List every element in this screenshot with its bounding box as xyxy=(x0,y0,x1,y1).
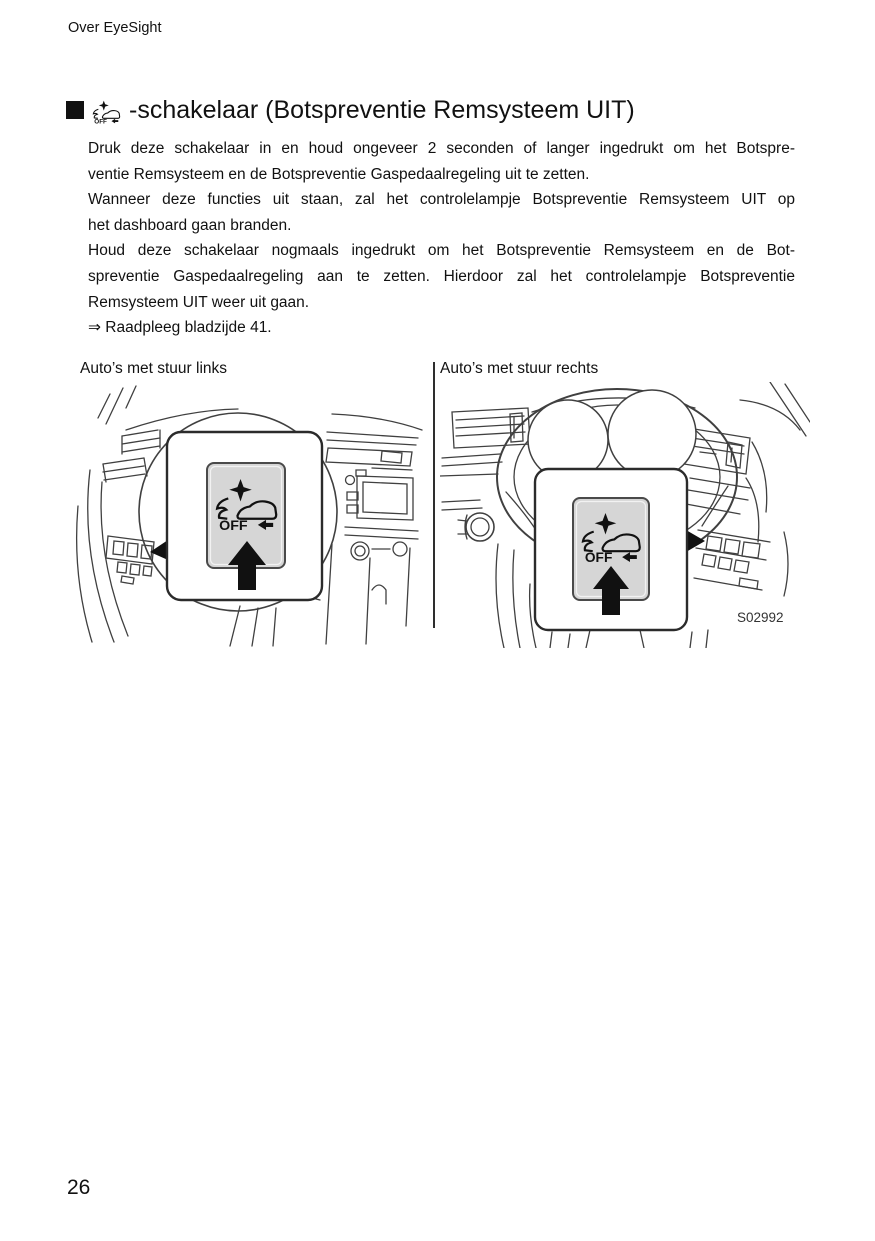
heading-text: -schakelaar (Botspreventie Remsysteem UI… xyxy=(129,95,635,124)
callout-pointer xyxy=(686,530,705,552)
off-label: OFF xyxy=(219,518,248,534)
body-line: Houd deze schakelaar nogmaals ingedrukt … xyxy=(88,242,795,260)
off-switch-button: OFF xyxy=(206,462,286,569)
body-line: ventie Remsysteem en de Botspreventie Ga… xyxy=(88,165,590,183)
collision-mitigation-off-switch-icon: OFF xyxy=(92,100,121,124)
body-line: het dashboard gaan branden. xyxy=(88,216,292,234)
body-text: Druk deze schakelaar in en houd ongeveer… xyxy=(88,136,795,341)
image-code-label: S02992 xyxy=(737,610,784,625)
body-line: Remsysteem UIT weer uit gaan. xyxy=(88,293,310,311)
body-line: spreventie Gaspedaalregeling aan te zett… xyxy=(88,267,795,285)
dashboard-right-illustration: OFF xyxy=(440,382,810,648)
figure-divider xyxy=(433,362,435,628)
collision-off-icon: OFF xyxy=(581,512,641,565)
heading-bullet-square xyxy=(66,101,84,119)
callout-pointer xyxy=(150,540,168,560)
gauge-right xyxy=(607,389,697,479)
section-heading: OFF -schakelaar (Botspreventie Remsystee… xyxy=(66,94,635,126)
press-up-arrow xyxy=(593,566,629,615)
off-label: OFF xyxy=(94,118,107,124)
caption-right: Auto’s met stuur rechts xyxy=(440,360,599,377)
dashboard-left-illustration: OFF xyxy=(75,385,423,647)
page-reference-line: ⇒ Raadpleeg bladzijde 41. xyxy=(88,319,272,337)
caption-left: Auto’s met stuur links xyxy=(80,360,228,377)
magnifier-circle xyxy=(138,412,338,612)
page-number: 26 xyxy=(67,1176,91,1199)
figure-panel: Auto’s met stuur links Auto’s met stuur … xyxy=(0,352,875,652)
page-header: Over EyeSight xyxy=(68,20,162,36)
press-up-arrow xyxy=(228,541,266,590)
body-line: Wanneer deze functies uit staan, zal het… xyxy=(88,191,795,209)
off-label: OFF xyxy=(585,550,612,565)
collision-off-icon: OFF xyxy=(215,479,278,534)
body-line: Druk deze schakelaar in en houd ongeveer… xyxy=(88,140,795,157)
